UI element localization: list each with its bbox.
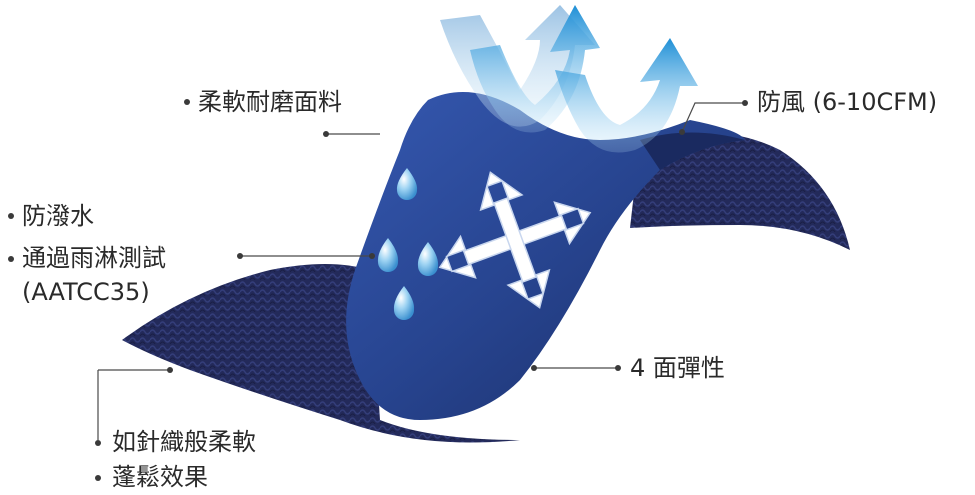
- label-stretch: 4 面彈性: [630, 354, 725, 382]
- label-water-repellent-1: 防潑水: [22, 202, 94, 230]
- label-windproof: 防風 (6-10CFM): [757, 88, 938, 116]
- stretch-arrows-icon: [438, 171, 592, 309]
- leader-lines: [97, 102, 745, 440]
- label-water-repellent-2: 通過雨淋測試: [22, 244, 166, 272]
- label-fleece-2: 蓬鬆效果: [112, 463, 208, 491]
- shell-fabric: [346, 92, 745, 420]
- fleece-right-flap: [630, 132, 850, 250]
- airflow-arrow-right: [555, 38, 698, 153]
- water-drop-icon: [377, 168, 439, 320]
- bullet-rain-test: [8, 256, 14, 262]
- fleece-left-flap: [122, 264, 520, 443]
- bullet-fleece-loft: [95, 475, 101, 481]
- bullet-water-repellent: [8, 213, 14, 219]
- label-soft-fabric: 柔軟耐磨面料: [198, 88, 342, 116]
- bullet-fleece-soft: [95, 440, 101, 446]
- label-water-repellent-3: (AATCC35): [22, 278, 150, 306]
- leader-dots: [167, 100, 748, 373]
- bullet-soft-fabric: [184, 99, 190, 105]
- label-fleece-1: 如針織般柔軟: [112, 428, 256, 456]
